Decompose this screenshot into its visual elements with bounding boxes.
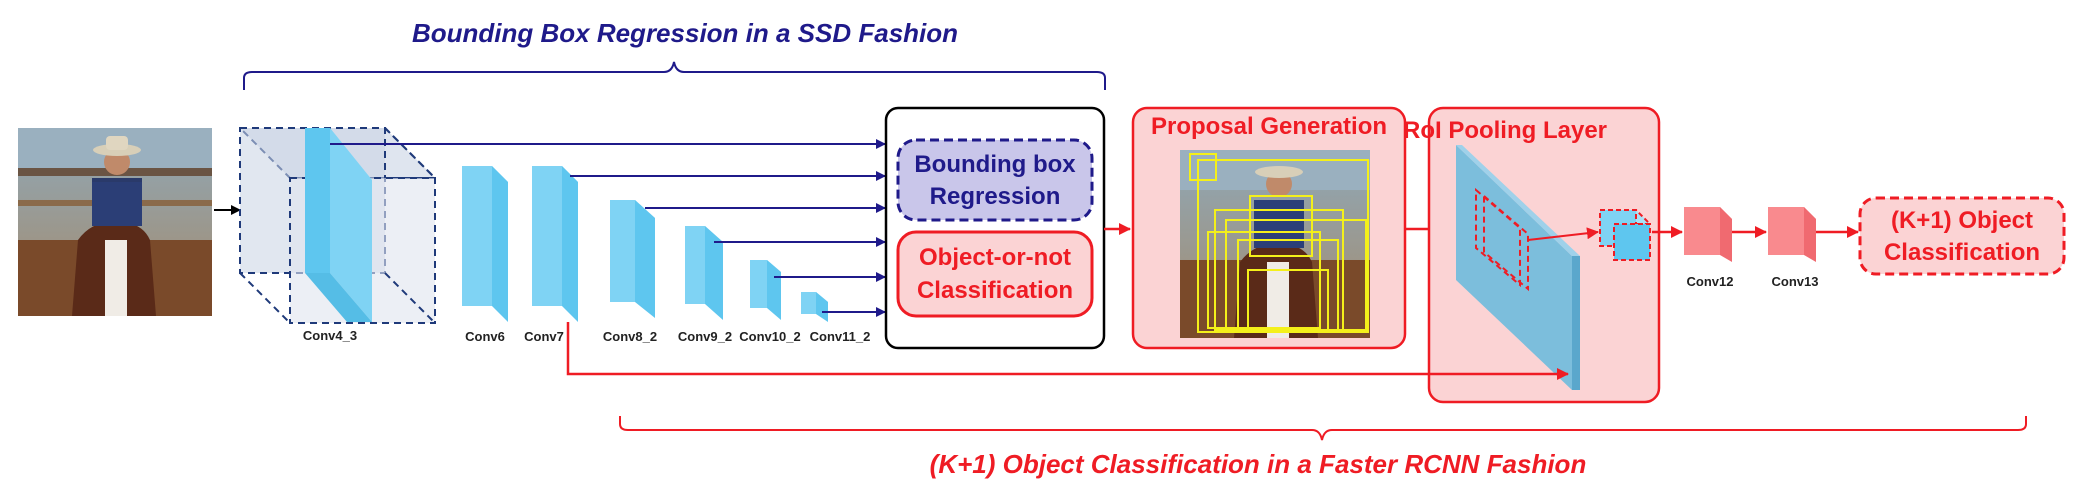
label-conv8-2: Conv8_2 <box>603 329 657 344</box>
bottom-title: (K+1) Object Classification in a Faster … <box>930 449 1587 479</box>
proposal-generation-box: Proposal Generation <box>1131 106 1407 350</box>
bbox-regression-box: Bounding box Regression <box>896 138 1094 222</box>
object-or-not-line1: Object-or-not <box>919 244 1071 271</box>
conv11-2-block <box>801 292 828 322</box>
bottom-brace <box>619 416 2027 441</box>
bbox-regression-line2: Regression <box>930 183 1061 210</box>
label-conv13: Conv13 <box>1772 274 1819 289</box>
arrow-to-pooled-cube <box>1527 227 1599 241</box>
label-conv4-3: Conv4_3 <box>303 328 357 343</box>
label-conv11-2: Conv11_2 <box>810 329 871 344</box>
conv7-block <box>532 166 578 322</box>
proposal-image <box>1180 150 1370 338</box>
final-output-box: (K+1) Object Classification <box>1858 196 2066 276</box>
proposal-generation-title: Proposal Generation <box>1151 113 1387 140</box>
label-conv9-2: Conv9_2 <box>678 329 732 344</box>
final-output-line2: Classification <box>1884 239 2040 266</box>
conv6-block <box>462 166 508 322</box>
conv8-2-block <box>610 200 655 318</box>
label-conv10-2: Conv10_2 <box>739 329 800 344</box>
conv4-3-cube <box>237 127 438 324</box>
conv13-block <box>1768 207 1816 262</box>
ssd-arrows <box>330 139 886 317</box>
conv9-2-block <box>685 226 723 320</box>
label-conv6: Conv6 <box>465 329 505 344</box>
input-image <box>18 128 212 316</box>
label-conv7: Conv7 <box>524 329 564 344</box>
label-conv12: Conv12 <box>1687 274 1734 289</box>
bbox-regression-line1: Bounding box <box>914 151 1076 178</box>
roi-pooling-box: RoI Pooling Layer <box>1403 106 1661 404</box>
object-or-not-box: Object-or-not Classification <box>896 230 1094 318</box>
top-title: Bounding Box Regression in a SSD Fashion <box>412 18 958 48</box>
top-brace <box>243 61 1106 90</box>
object-or-not-line2: Classification <box>917 277 1073 304</box>
conv10-2-block <box>750 260 781 320</box>
final-output-line1: (K+1) Object <box>1891 207 2033 234</box>
roi-pooling-title: RoI Pooling Layer <box>1403 117 1607 144</box>
conv7-to-roi-arrow <box>566 322 1569 380</box>
conv12-block <box>1684 207 1732 262</box>
